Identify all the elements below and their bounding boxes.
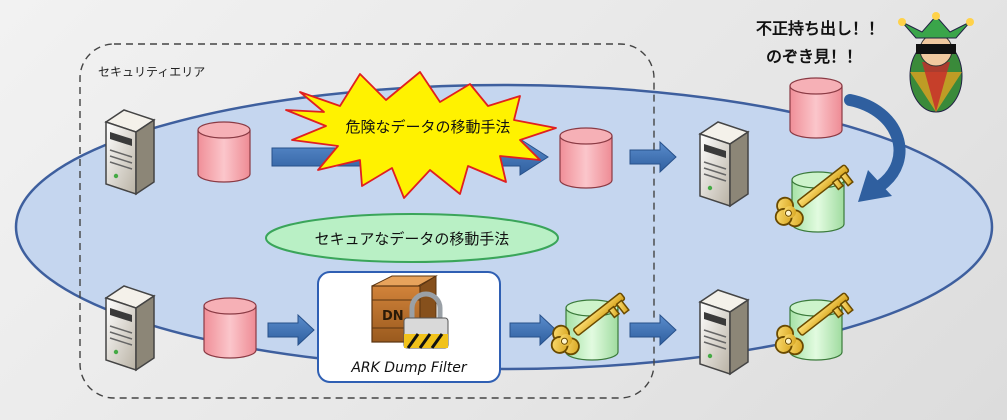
server-icon <box>105 285 155 371</box>
database-icon <box>559 127 613 189</box>
product-label: ARK Dump Filter <box>350 360 467 376</box>
server-icon <box>105 109 155 195</box>
database-icon <box>203 297 257 359</box>
server-icon <box>699 289 749 375</box>
ark-dump-filter-box: DN ARK Dump Filter <box>317 271 501 383</box>
danger-label: 危険なデータの移動手法 <box>345 118 510 136</box>
security-area-boundary <box>79 43 655 399</box>
threat-text-line1: 不正持ち出し！！ <box>756 19 884 38</box>
censor-bar <box>916 44 956 54</box>
database-icon <box>789 77 843 139</box>
database-icon <box>197 121 251 183</box>
lock-icon <box>403 291 449 349</box>
crate-label: DN <box>382 309 404 324</box>
threat-text-line2: のぞき見！！ <box>766 47 862 66</box>
security-area-label: セキュリティエリア <box>98 65 205 79</box>
secure-label: セキュアなデータの移動手法 <box>315 230 510 248</box>
secure-label-oval <box>265 213 559 263</box>
server-icon <box>699 121 749 207</box>
jester-icon <box>898 12 974 113</box>
danger-starburst <box>285 71 557 199</box>
theft-curved-arrow <box>844 94 906 202</box>
